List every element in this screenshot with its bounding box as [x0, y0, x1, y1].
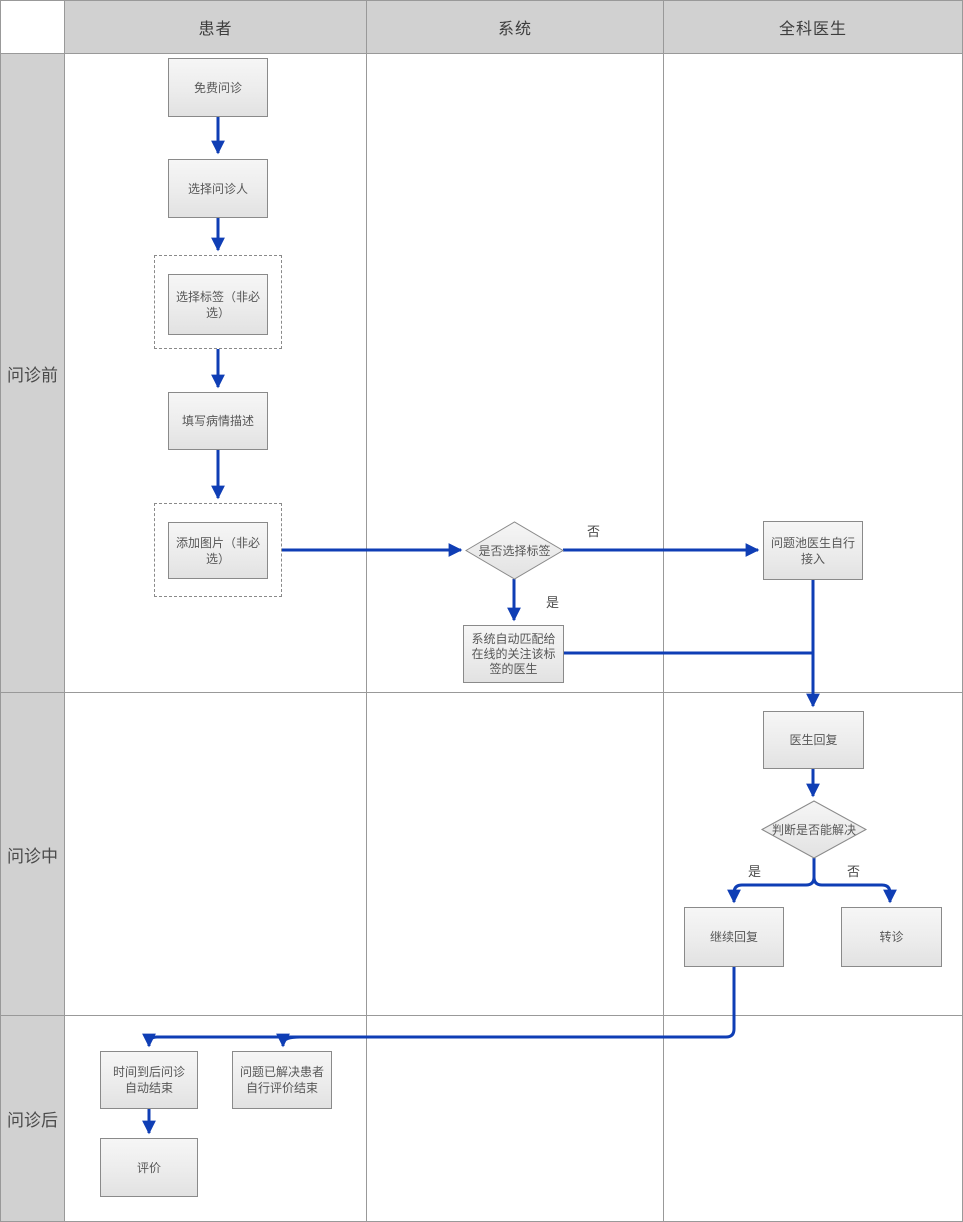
phase-label-before: 问诊前: [0, 53, 65, 693]
cell-after-gp: [663, 1015, 963, 1222]
cell-during-patient: [64, 692, 367, 1016]
node-question-pool: 问题池医生自行接入: [763, 521, 863, 580]
optional-frame-select-tag: [154, 255, 282, 349]
cell-during-system: [366, 692, 664, 1016]
node-free-consult: 免费问诊: [168, 58, 268, 117]
node-auto-match-label: 系统自动匹配给在线的关注该标签的医生: [471, 631, 556, 676]
node-evaluate: 评价: [100, 1138, 198, 1197]
node-select-person-label: 选择问诊人: [187, 181, 248, 196]
node-fill-description: 填写病情描述: [168, 392, 268, 450]
node-continue-reply: 继续回复: [684, 907, 784, 967]
node-self-end: 问题已解决患者自行评价结束: [232, 1051, 332, 1109]
phase-after-text: 问诊后: [7, 1111, 58, 1130]
lane-header-system: 系统: [366, 0, 664, 54]
branch-label-solve-yes: 是: [748, 864, 762, 879]
phase-label-after: 问诊后: [0, 1015, 65, 1222]
node-doctor-reply: 医生回复: [763, 711, 864, 769]
branch-label-tag-no: 否: [587, 524, 601, 539]
node-referral-label: 转诊: [879, 930, 904, 944]
phase-during-text: 问诊中: [7, 846, 58, 866]
cell-before-patient: [64, 53, 367, 693]
lane-header-gp-label: 全科医生: [778, 21, 847, 38]
node-select-person: 选择问诊人: [168, 159, 268, 218]
branch-label-solve-no: 否: [847, 864, 861, 879]
cell-before-gp: [663, 53, 963, 693]
branch-label-tag-yes: 是: [546, 595, 560, 610]
node-add-image-label: 添加图片（非必选）: [176, 535, 261, 566]
node-doctor-reply-label: 医生回复: [789, 733, 838, 747]
node-self-end-label: 问题已解决患者自行评价结束: [240, 1065, 325, 1095]
node-free-consult-label: 免费问诊: [193, 80, 242, 95]
node-auto-end: 时间到后问诊自动结束: [100, 1051, 198, 1109]
lane-header-system-label: 系统: [497, 21, 532, 38]
node-continue-reply-label: 继续回复: [709, 930, 758, 944]
node-question-pool-label: 问题池医生自行接入: [771, 535, 856, 566]
lane-header-patient: 患者: [64, 0, 367, 54]
decision-can-solve-label: 判断是否能解决: [771, 823, 856, 837]
decision-tag-selected-label: 是否选择标签: [478, 544, 551, 558]
node-evaluate-label: 评价: [136, 1160, 161, 1175]
node-select-tag: 选择标签（非必选）: [168, 274, 268, 335]
node-fill-description-label: 填写病情描述: [181, 414, 254, 428]
optional-frame-add-image: [154, 503, 282, 597]
node-referral: 转诊: [841, 907, 942, 967]
node-auto-match: 系统自动匹配给在线的关注该标签的医生: [463, 625, 564, 683]
lane-header-gp: 全科医生: [663, 0, 963, 54]
cell-before-system: [366, 53, 664, 693]
phase-before-text: 问诊前: [7, 365, 58, 385]
cell-after-system: [366, 1015, 664, 1222]
node-auto-end-label: 时间到后问诊自动结束: [112, 1065, 185, 1095]
node-add-image: 添加图片（非必选）: [168, 522, 268, 579]
node-select-tag-label: 选择标签（非必选）: [176, 289, 261, 320]
lane-header-patient-label: 患者: [198, 21, 233, 38]
phase-label-during: 问诊中: [0, 692, 65, 1016]
header-corner-cell: [0, 0, 65, 54]
